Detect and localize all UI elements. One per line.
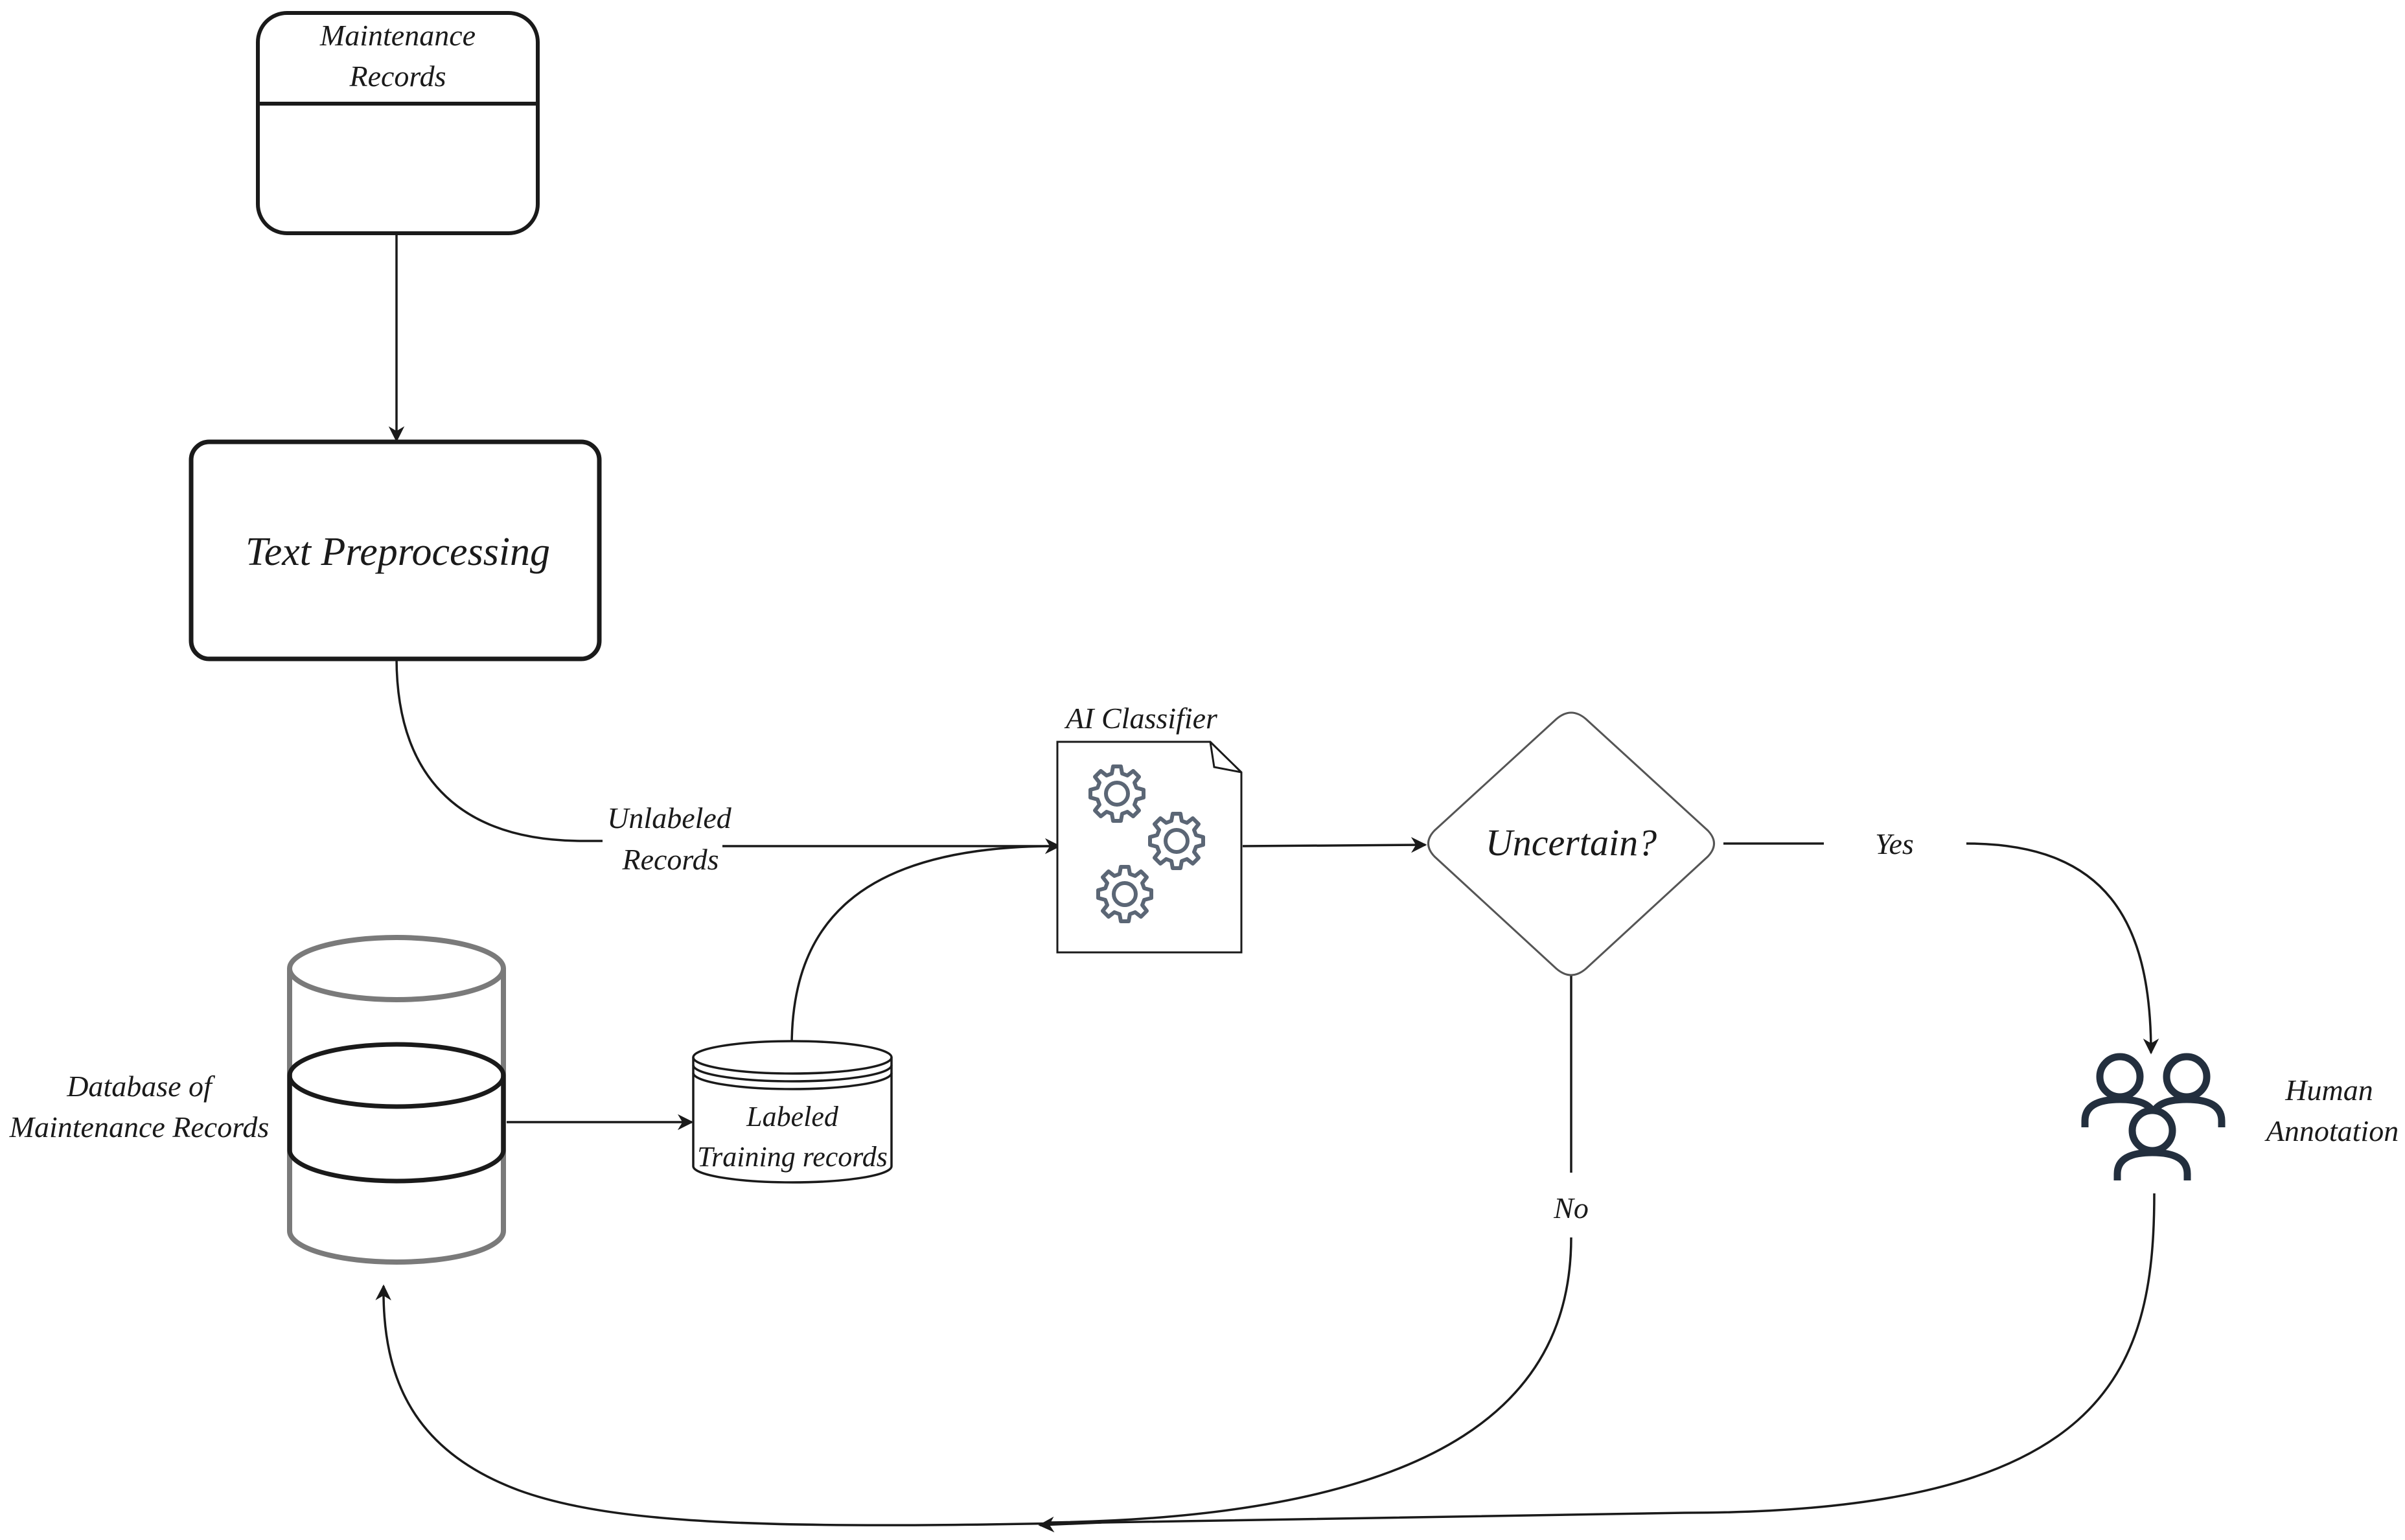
database-label-line1: Database of <box>66 1070 216 1103</box>
human-annotation-label-line2: Annotation <box>2264 1114 2399 1147</box>
edge-classifier-to-uncertain <box>1242 836 1427 853</box>
ai-classifier-node: AI Classifier <box>1056 702 1243 954</box>
labeled-training-node: Labeled Training records <box>692 1040 893 1184</box>
edge-training-to-classifier <box>790 845 1057 1047</box>
edge-label-unlabeled-line2: Records <box>621 843 719 876</box>
human-annotation-node: Human Annotation <box>2081 1053 2399 1180</box>
edge-label-yes: Yes <box>1875 827 1914 860</box>
text-preprocessing-label: Text Preprocessing <box>246 530 550 574</box>
human-annotation-label-line1: Human <box>2284 1074 2373 1107</box>
text-preprocessing-node: Text Preprocessing <box>189 439 602 661</box>
edge-yes <box>1723 842 2159 1055</box>
maintenance-records-label-line1: Maintenance <box>319 19 476 52</box>
maintenance-records-label-line2: Records <box>349 60 446 93</box>
database-label-line2: Maintenance Records <box>9 1110 270 1144</box>
edge-human-to-database <box>375 1193 2156 1533</box>
maintenance-records-node: Maintenance Records <box>256 11 540 235</box>
labeled-training-label-line2: Training records <box>697 1141 888 1173</box>
labeled-training-label-line1: Labeled <box>746 1101 839 1132</box>
edge-no <box>1049 973 1572 1524</box>
edge-label-no: No <box>1553 1191 1589 1224</box>
ai-classifier-label: AI Classifier <box>1064 702 1218 735</box>
edge-preprocessing-to-classifier <box>395 657 1061 855</box>
edge-label-unlabeled-line1: Unlabeled <box>607 801 732 834</box>
people-group-icon <box>2081 1053 2226 1180</box>
uncertain-decision-node: Uncertain? <box>1427 711 1715 976</box>
database-node: Database of Maintenance Records <box>9 935 506 1265</box>
uncertain-label: Uncertain? <box>1486 822 1657 864</box>
